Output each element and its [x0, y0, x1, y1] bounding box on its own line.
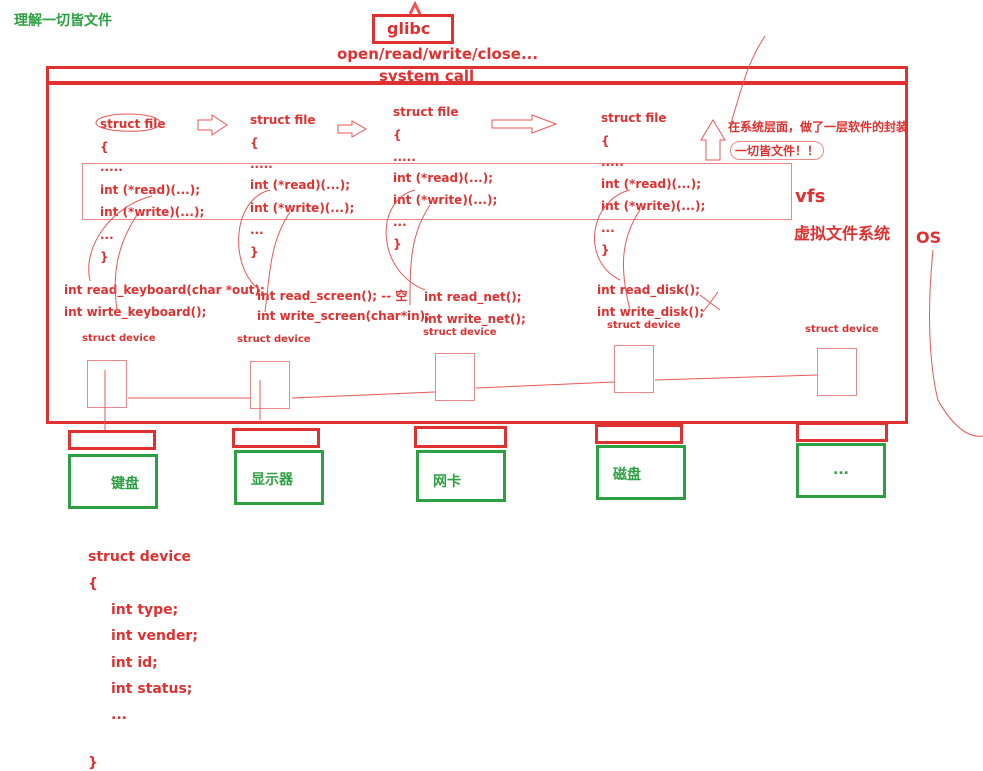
driver-read: int read_screen(); -- 空: [257, 289, 408, 303]
driver-read: int read_net();: [424, 290, 522, 304]
dots: .....: [601, 155, 624, 169]
device-node: [87, 360, 127, 408]
write-ptr: int (*write)(...);: [250, 201, 355, 215]
arrow-up-icon: [700, 119, 726, 161]
arrow-right-icon: [197, 114, 228, 136]
vfs-label: vfs: [795, 186, 826, 207]
hw-nic: 网卡: [416, 450, 506, 502]
brace: {: [393, 128, 402, 142]
driver-write: int write_net();: [424, 312, 526, 326]
driver-write: int wirte_keyboard();: [64, 305, 207, 319]
vfs-region: [82, 163, 792, 220]
driver-slot: [414, 426, 507, 448]
dots: .....: [393, 150, 416, 164]
syscall-list: open/read/write/close...: [337, 45, 539, 63]
driver-slot: [232, 428, 320, 448]
hw-label: 磁盘: [613, 467, 641, 483]
brace: }: [393, 237, 402, 251]
glibc-box: glibc: [372, 14, 454, 44]
driver-slot: [595, 424, 683, 444]
hw-monitor: 显示器: [234, 450, 324, 505]
file-head: struct file: [393, 105, 459, 119]
dots: ...: [601, 221, 615, 235]
code-line: int type;: [111, 602, 179, 618]
write-ptr: int (*write)(...);: [100, 205, 205, 219]
vfs-cn-label: 虚拟文件系统: [794, 224, 891, 243]
device-node: [817, 348, 857, 396]
driver-read: int read_disk();: [597, 283, 700, 297]
os-box: [46, 82, 908, 424]
read-ptr: int (*read)(...);: [393, 171, 494, 185]
driver-write: int write_disk();: [597, 305, 705, 319]
hw-label: 键盘: [111, 476, 139, 492]
arrow-up-icon: [408, 0, 422, 15]
os-label: OS: [916, 228, 942, 247]
hw-label: 网卡: [433, 474, 461, 490]
brace: {: [100, 140, 109, 154]
arrow-right-icon: [337, 120, 368, 138]
dots: ...: [393, 215, 407, 229]
hw-more: ...: [796, 443, 886, 498]
read-ptr: int (*read)(...);: [250, 178, 351, 192]
code-line: {: [88, 576, 98, 592]
arrow-right-icon: [491, 114, 558, 134]
note-everything-file: 一切皆文件！！: [730, 141, 825, 160]
write-ptr: int (*write)(...);: [393, 193, 498, 207]
driver-write: int write_screen(char*in);: [257, 309, 430, 323]
code-line: int vender;: [111, 628, 198, 644]
driver-slot: [68, 430, 156, 450]
struct-device-label: struct device: [82, 333, 156, 344]
system-call-label: system call: [379, 67, 475, 85]
driver-read: int read_keyboard(char *out);: [64, 283, 265, 297]
device-node: [435, 353, 475, 401]
file-head: struct file: [100, 117, 166, 131]
hw-label: ...: [833, 462, 849, 478]
brace: }: [250, 245, 259, 259]
hw-disk: 磁盘: [596, 445, 686, 500]
struct-device-label: struct device: [423, 327, 497, 338]
struct-device-label: struct device: [805, 324, 879, 335]
brace: }: [100, 250, 109, 264]
file-head: struct file: [250, 113, 316, 127]
write-ptr: int (*write)(...);: [601, 199, 706, 213]
brace: {: [250, 136, 259, 150]
dots: ...: [100, 228, 114, 242]
note-wrapper: 在系统层面，做了一层软件的封装: [728, 120, 909, 134]
dots: ...: [250, 223, 264, 237]
glibc-label: glibc: [387, 19, 431, 38]
device-node: [250, 361, 290, 409]
code-line: int id;: [111, 655, 158, 671]
code-line: struct device: [88, 549, 191, 565]
code-line: ...: [111, 707, 127, 723]
brace: }: [601, 243, 610, 257]
page-title: 理解一切皆文件: [14, 13, 112, 29]
struct-device-label: struct device: [607, 320, 681, 331]
dots: .....: [250, 157, 273, 171]
brace: {: [601, 134, 610, 148]
file-head: struct file: [601, 111, 667, 125]
code-line: int status;: [111, 681, 193, 697]
driver-slot: [796, 422, 888, 442]
device-node: [614, 345, 654, 393]
hw-label: 显示器: [251, 472, 293, 488]
read-ptr: int (*read)(...);: [100, 183, 201, 197]
dots: .....: [100, 160, 123, 174]
struct-device-label: struct device: [237, 334, 311, 345]
code-line: }: [88, 755, 98, 771]
hw-keyboard: 键盘: [68, 454, 158, 509]
read-ptr: int (*read)(...);: [601, 177, 702, 191]
circle-mark: [95, 113, 161, 132]
